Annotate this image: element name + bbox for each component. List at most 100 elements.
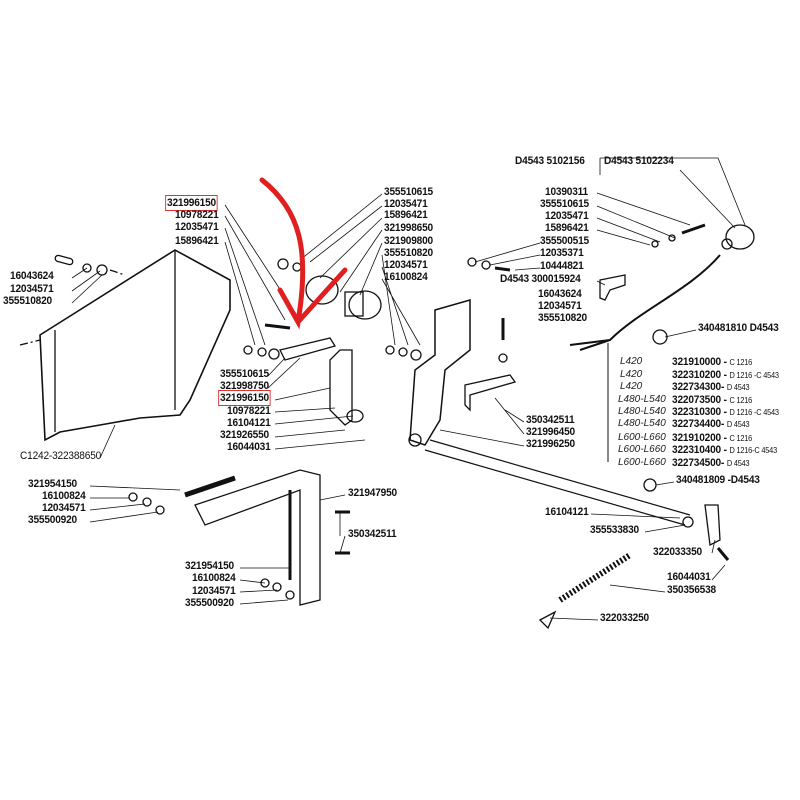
part-label[interactable]: 321926550 bbox=[220, 429, 270, 441]
part-label[interactable]: 321909800 bbox=[384, 235, 434, 247]
variant-code[interactable]: 322310300 - D 1216 -C 4543 bbox=[672, 406, 779, 419]
part-label[interactable]: 355510820 bbox=[384, 247, 434, 259]
panel-label[interactable]: C1242-322388650 bbox=[20, 450, 102, 462]
part-label[interactable]: D4543 300015924 bbox=[500, 273, 581, 285]
part-label[interactable]: 12034571 bbox=[10, 283, 54, 295]
part-label[interactable]: 350342511 bbox=[348, 528, 397, 540]
part-label[interactable]: 321954150 bbox=[185, 560, 235, 572]
variant-suffix: D 1216 -C 4543 bbox=[729, 408, 779, 417]
part-label[interactable]: 350356538 bbox=[667, 584, 717, 596]
part-label[interactable]: 16100824 bbox=[384, 271, 428, 283]
part-label[interactable]: 355510615 bbox=[540, 198, 590, 210]
cover-panel bbox=[39, 249, 231, 442]
leader-lines bbox=[71, 157, 746, 621]
variant-suffix: D 1216-C 4543 bbox=[729, 446, 777, 455]
part-label[interactable]: 355510820 bbox=[538, 312, 588, 324]
part-label[interactable]: 321954150 bbox=[28, 478, 78, 490]
variant-code[interactable]: 321910000 - C 1216 bbox=[672, 356, 752, 369]
variant-code-number: 322310300 - bbox=[672, 406, 727, 418]
part-label[interactable]: 340481809 -D4543 bbox=[676, 474, 760, 486]
variant-code[interactable]: 322073500 - C 1216 bbox=[672, 394, 752, 407]
variant-code-number: 322734500- bbox=[672, 457, 725, 469]
variant-length: L480-L540 bbox=[618, 406, 666, 417]
small-bracket bbox=[464, 374, 517, 412]
spring bbox=[558, 552, 632, 603]
part-label[interactable]: 15896421 bbox=[175, 235, 219, 247]
variant-length: L600-L660 bbox=[618, 432, 666, 443]
part-label[interactable]: 10390311 bbox=[545, 186, 589, 198]
part-label[interactable]: 321947950 bbox=[348, 487, 398, 499]
part-label[interactable]: 355500920 bbox=[28, 514, 78, 526]
assembly-code-right: D4543 5102234 bbox=[604, 155, 674, 167]
variant-code[interactable]: 322734400- D 4543 bbox=[672, 418, 750, 431]
part-label[interactable]: 12034571 bbox=[538, 300, 582, 312]
part-label[interactable]: 16044031 bbox=[227, 441, 271, 453]
part-label[interactable]: 12035371 bbox=[540, 247, 584, 259]
part-label[interactable]: 12034571 bbox=[192, 585, 236, 597]
variant-length: L480-L540 bbox=[618, 394, 666, 405]
part-label[interactable]: 12035471 bbox=[175, 221, 219, 233]
variant-length: L600-L660 bbox=[618, 457, 666, 468]
washers-left bbox=[54, 254, 108, 276]
part-label[interactable]: 322033250 bbox=[600, 612, 650, 624]
part-label[interactable]: 12035471 bbox=[545, 210, 589, 222]
variant-code-number: 321910000 - bbox=[672, 356, 727, 368]
part-label[interactable]: 12034571 bbox=[384, 259, 428, 271]
link-bar bbox=[279, 337, 337, 361]
variant-length: L420 bbox=[620, 369, 643, 380]
lower-bracket bbox=[194, 469, 321, 606]
variant-suffix: D 4543 bbox=[726, 383, 750, 392]
part-label[interactable]: 16104121 bbox=[227, 417, 271, 429]
variant-code-number: 322734400- bbox=[672, 418, 725, 430]
part-label[interactable]: 355500515 bbox=[540, 235, 590, 247]
part-label[interactable]: 350342511 bbox=[526, 414, 575, 426]
variant-code[interactable]: 322734500- D 4543 bbox=[672, 457, 750, 470]
part-label[interactable]: 321998650 bbox=[384, 222, 434, 234]
variant-code[interactable]: 322734300- D 4543 bbox=[672, 381, 750, 394]
part-label[interactable]: 355533830 bbox=[590, 524, 640, 536]
variant-code[interactable]: 322310400 - D 1216-C 4543 bbox=[672, 444, 777, 457]
variant-suffix: D 1216 -C 4543 bbox=[729, 371, 779, 380]
part-label[interactable]: 15896421 bbox=[545, 222, 589, 234]
variant-code-number: 322310400 - bbox=[672, 444, 727, 456]
variant-length: L600-L660 bbox=[618, 444, 666, 455]
part-label[interactable]: 16100824 bbox=[192, 572, 236, 584]
variant-suffix: D 4543 bbox=[726, 420, 750, 429]
wire-harness bbox=[569, 254, 721, 351]
variant-code-number: 322073500 - bbox=[672, 394, 727, 406]
part-label[interactable]: 355510820 bbox=[3, 295, 53, 307]
part-label[interactable]: 321996450 bbox=[526, 426, 576, 438]
part-label[interactable]: 12034571 bbox=[42, 502, 86, 514]
part-label[interactable]: 16043624 bbox=[10, 270, 54, 282]
variant-suffix: C 1216 bbox=[729, 358, 753, 367]
highlight-arrow bbox=[259, 177, 348, 330]
highlighted-part-label[interactable]: 321996150 bbox=[165, 195, 218, 211]
variant-suffix: C 1216 bbox=[729, 396, 753, 405]
part-label[interactable]: 355510615 bbox=[220, 368, 270, 380]
variant-suffix: D 4543 bbox=[726, 459, 750, 468]
part-label[interactable]: 321998750 bbox=[220, 380, 270, 392]
part-label[interactable]: 10978221 bbox=[227, 405, 271, 417]
part-label[interactable]: 10444821 bbox=[540, 260, 584, 272]
highlighted-part-label[interactable]: 321996150 bbox=[218, 390, 271, 406]
part-label[interactable]: 16100824 bbox=[42, 490, 86, 502]
variant-length: L420 bbox=[620, 381, 643, 392]
part-label[interactable]: 16044031 bbox=[667, 571, 711, 583]
part-label[interactable]: 355510615 bbox=[384, 186, 434, 198]
part-label[interactable]: 16104121 bbox=[545, 506, 589, 518]
variant-code-number: 322734300- bbox=[672, 381, 725, 393]
part-label[interactable]: 355500920 bbox=[185, 597, 235, 609]
variant-code-number: 321910200 - bbox=[672, 432, 727, 444]
part-label[interactable]: 15896421 bbox=[384, 209, 428, 221]
part-label[interactable]: 321996250 bbox=[526, 438, 576, 450]
part-label[interactable]: 322033350 bbox=[653, 546, 703, 558]
mounting-plate bbox=[409, 299, 471, 446]
variant-code[interactable]: 322310200 - D 1216 -C 4543 bbox=[672, 369, 779, 382]
part-label[interactable]: 10978221 bbox=[175, 209, 219, 221]
sensor-label[interactable]: 340481810 D4543 bbox=[698, 322, 779, 334]
part-label[interactable]: 16043624 bbox=[538, 288, 582, 300]
part-label[interactable]: 12035471 bbox=[384, 198, 428, 210]
variant-code[interactable]: 321910200 - C 1216 bbox=[672, 432, 752, 445]
assembly-code-left: D4543 5102156 bbox=[515, 155, 585, 167]
